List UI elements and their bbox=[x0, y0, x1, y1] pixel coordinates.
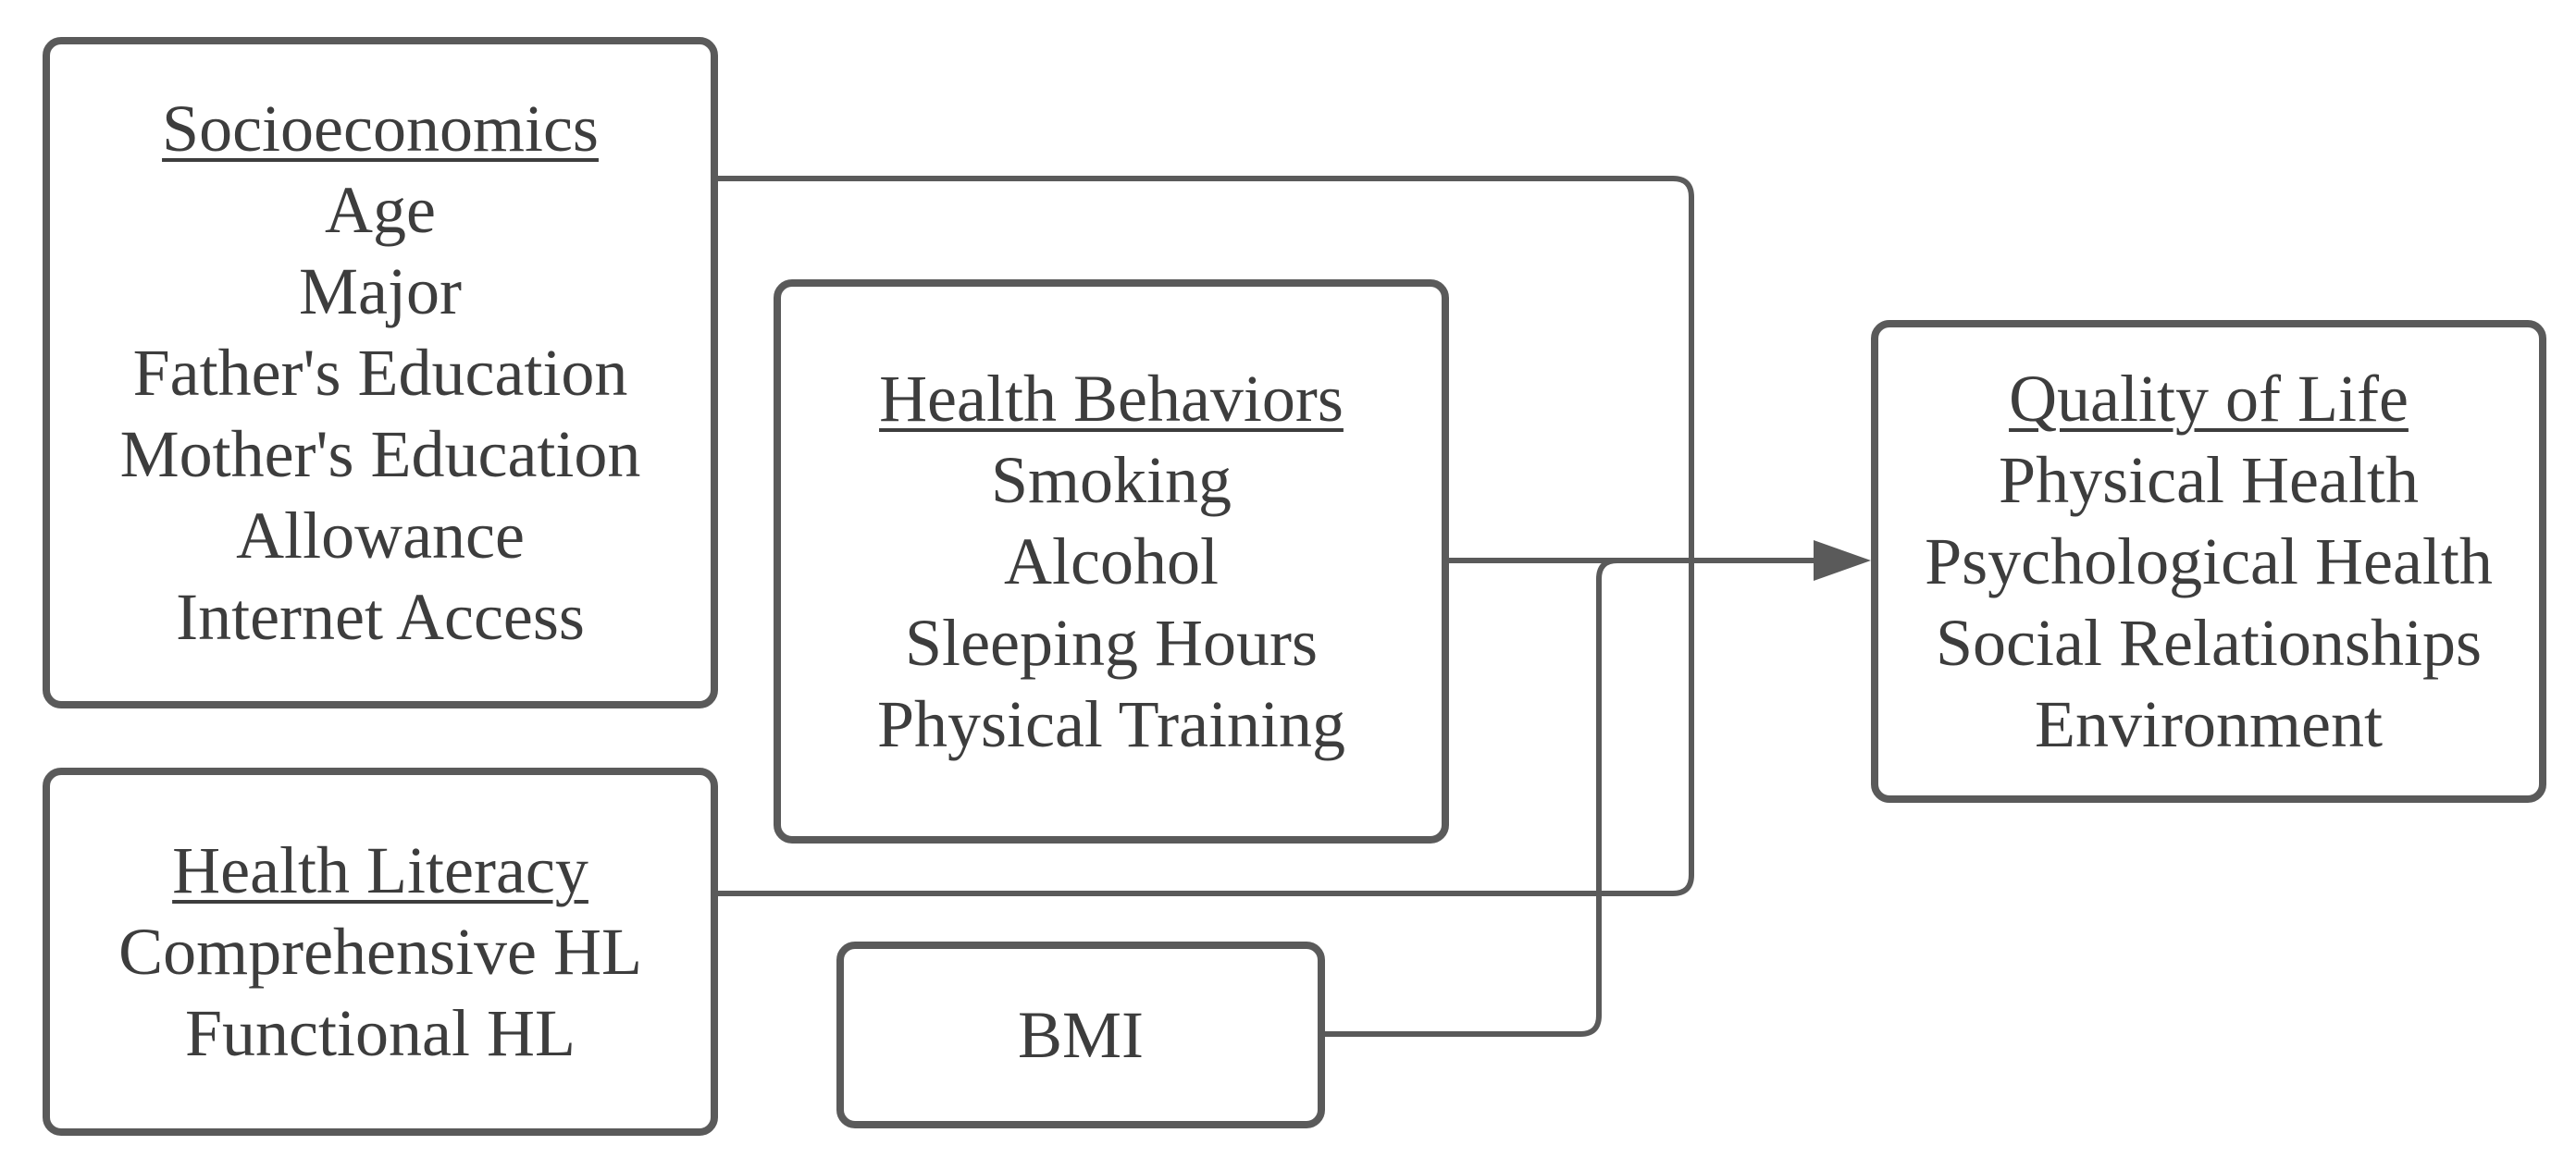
quality-of-life-item: Environment bbox=[2035, 687, 2383, 761]
health-literacy-item: Functional HL bbox=[185, 996, 576, 1070]
arrowhead-icon bbox=[1814, 540, 1871, 581]
socioeconomics-box: Socioeconomics Age Major Father's Educat… bbox=[43, 37, 718, 708]
bmi-label: BMI bbox=[1017, 998, 1145, 1072]
health-behaviors-item: Smoking bbox=[990, 443, 1232, 517]
socioeconomics-item: Allowance bbox=[236, 499, 525, 573]
bmi-box: BMI bbox=[836, 942, 1325, 1128]
health-literacy-title: Health Literacy bbox=[172, 833, 588, 907]
socioeconomics-title: Socioeconomics bbox=[162, 92, 599, 166]
health-literacy-box: Health Literacy Comprehensive HL Functio… bbox=[43, 768, 718, 1136]
quality-of-life-box: Quality of Life Physical Health Psycholo… bbox=[1871, 320, 2546, 803]
socioeconomics-item: Age bbox=[325, 173, 436, 247]
quality-of-life-item: Social Relationships bbox=[1936, 606, 2482, 680]
health-behaviors-item: Alcohol bbox=[1004, 524, 1219, 598]
quality-of-life-title: Quality of Life bbox=[2009, 362, 2409, 436]
health-behaviors-box: Health Behaviors Smoking Alcohol Sleepin… bbox=[774, 279, 1449, 844]
socioeconomics-item: Major bbox=[299, 254, 462, 328]
socioeconomics-item: Internet Access bbox=[176, 580, 585, 654]
socioeconomics-item: Father's Education bbox=[132, 336, 628, 410]
health-behaviors-item: Physical Training bbox=[876, 687, 1346, 761]
health-behaviors-title: Health Behaviors bbox=[879, 362, 1344, 436]
quality-of-life-item: Psychological Health bbox=[1925, 524, 2493, 598]
connector-health-literacy bbox=[718, 560, 1694, 896]
socioeconomics-item: Mother's Education bbox=[119, 417, 641, 491]
quality-of-life-item: Physical Health bbox=[1999, 443, 2419, 517]
health-literacy-item: Comprehensive HL bbox=[118, 915, 642, 989]
health-behaviors-item: Sleeping Hours bbox=[905, 606, 1318, 680]
connector-socioeconomics bbox=[718, 176, 1694, 560]
